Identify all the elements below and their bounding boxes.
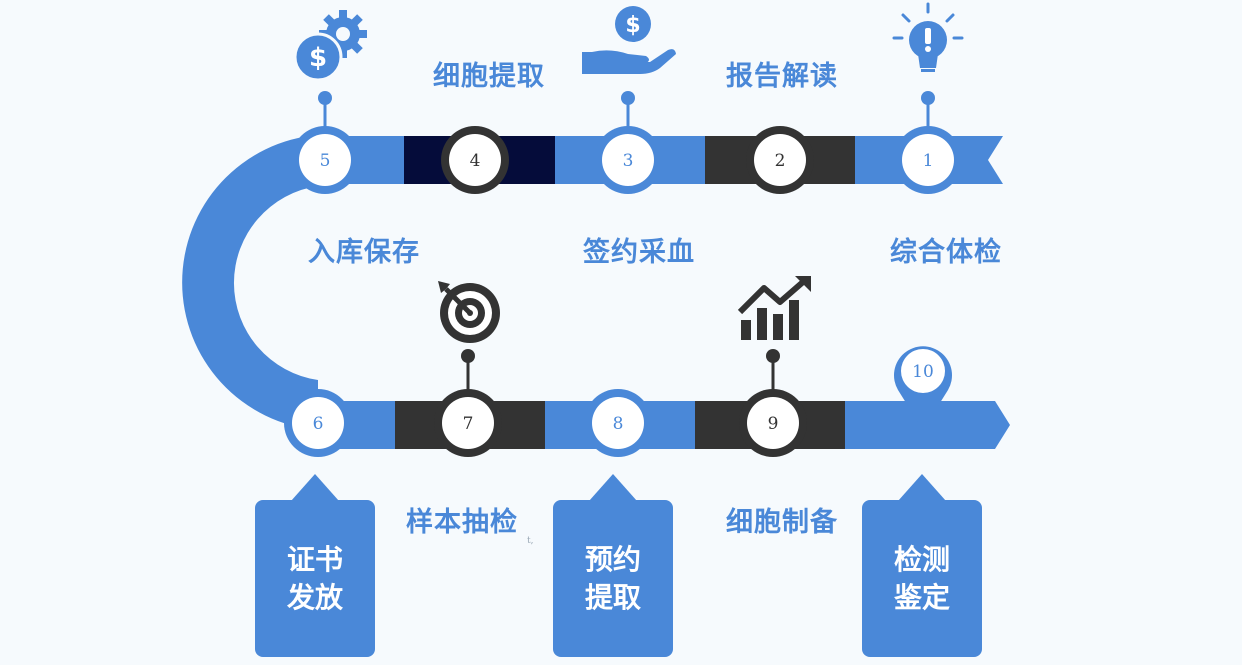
callout-line: 发放 bbox=[286, 580, 343, 614]
stray-mark: t, bbox=[527, 536, 534, 546]
lightbulb-idea-icon bbox=[892, 2, 964, 72]
connector-dot bbox=[461, 349, 475, 363]
bottom-track bbox=[318, 401, 1010, 449]
callout-box-6: 证书 发放 bbox=[255, 474, 375, 657]
step-node-4: 4 bbox=[441, 126, 509, 194]
step-label-3: 签约采血 bbox=[583, 237, 695, 268]
step-node-3: 3 bbox=[594, 126, 662, 194]
step-number: 3 bbox=[623, 151, 634, 171]
track-arrow-head bbox=[845, 401, 1010, 449]
step-node-7: 7 bbox=[434, 389, 502, 457]
step-node-8: 8 bbox=[584, 389, 652, 457]
connector-dot bbox=[621, 91, 635, 105]
step-number: 1 bbox=[923, 151, 934, 171]
step-label-9: 细胞制备 bbox=[726, 507, 838, 538]
dollar-gears-icon: $ bbox=[293, 10, 367, 82]
callout-line: 鉴定 bbox=[893, 580, 950, 614]
step-number: 9 bbox=[768, 414, 779, 434]
callout-line: 检测 bbox=[893, 542, 950, 576]
connector-dot bbox=[318, 91, 332, 105]
connector-dot bbox=[766, 349, 780, 363]
callout-line: 证书 bbox=[286, 542, 343, 576]
step-number: 8 bbox=[613, 414, 624, 434]
step-label-7: 样本抽检 bbox=[406, 507, 518, 538]
callout-line: 提取 bbox=[584, 580, 641, 614]
svg-text:$: $ bbox=[309, 43, 327, 73]
step-number: 2 bbox=[775, 151, 786, 171]
callout-line: 预约 bbox=[584, 542, 641, 576]
step-label-4: 细胞提取 bbox=[433, 61, 545, 92]
step-label-5: 入库保存 bbox=[308, 237, 420, 268]
step-number: 4 bbox=[470, 151, 481, 171]
connector-dot bbox=[921, 91, 935, 105]
step-node-2: 2 bbox=[746, 126, 814, 194]
step-number: 5 bbox=[320, 151, 331, 171]
callout-box-10: 检测 鉴定 bbox=[862, 474, 982, 657]
step-label-2: 报告解读 bbox=[726, 61, 838, 92]
step-number: 10 bbox=[912, 362, 934, 382]
dollar-hand-icon: $ bbox=[582, 6, 676, 74]
target-icon bbox=[438, 281, 500, 343]
u-turn-track bbox=[182, 135, 318, 430]
callout-box-8: 预约 提取 bbox=[553, 474, 673, 657]
growth-chart-icon bbox=[737, 276, 811, 340]
svg-text:$: $ bbox=[625, 13, 640, 38]
step-number: 7 bbox=[463, 414, 474, 434]
step-label-1: 综合体检 bbox=[890, 237, 1002, 268]
step-node-9: 9 bbox=[739, 389, 807, 457]
step-node-1: 1 bbox=[894, 126, 962, 194]
step-number: 6 bbox=[313, 414, 324, 434]
step-node-5: 5 bbox=[291, 126, 359, 194]
step-node-6: 6 bbox=[284, 389, 352, 457]
map-pin-icon: 10 bbox=[894, 346, 953, 430]
